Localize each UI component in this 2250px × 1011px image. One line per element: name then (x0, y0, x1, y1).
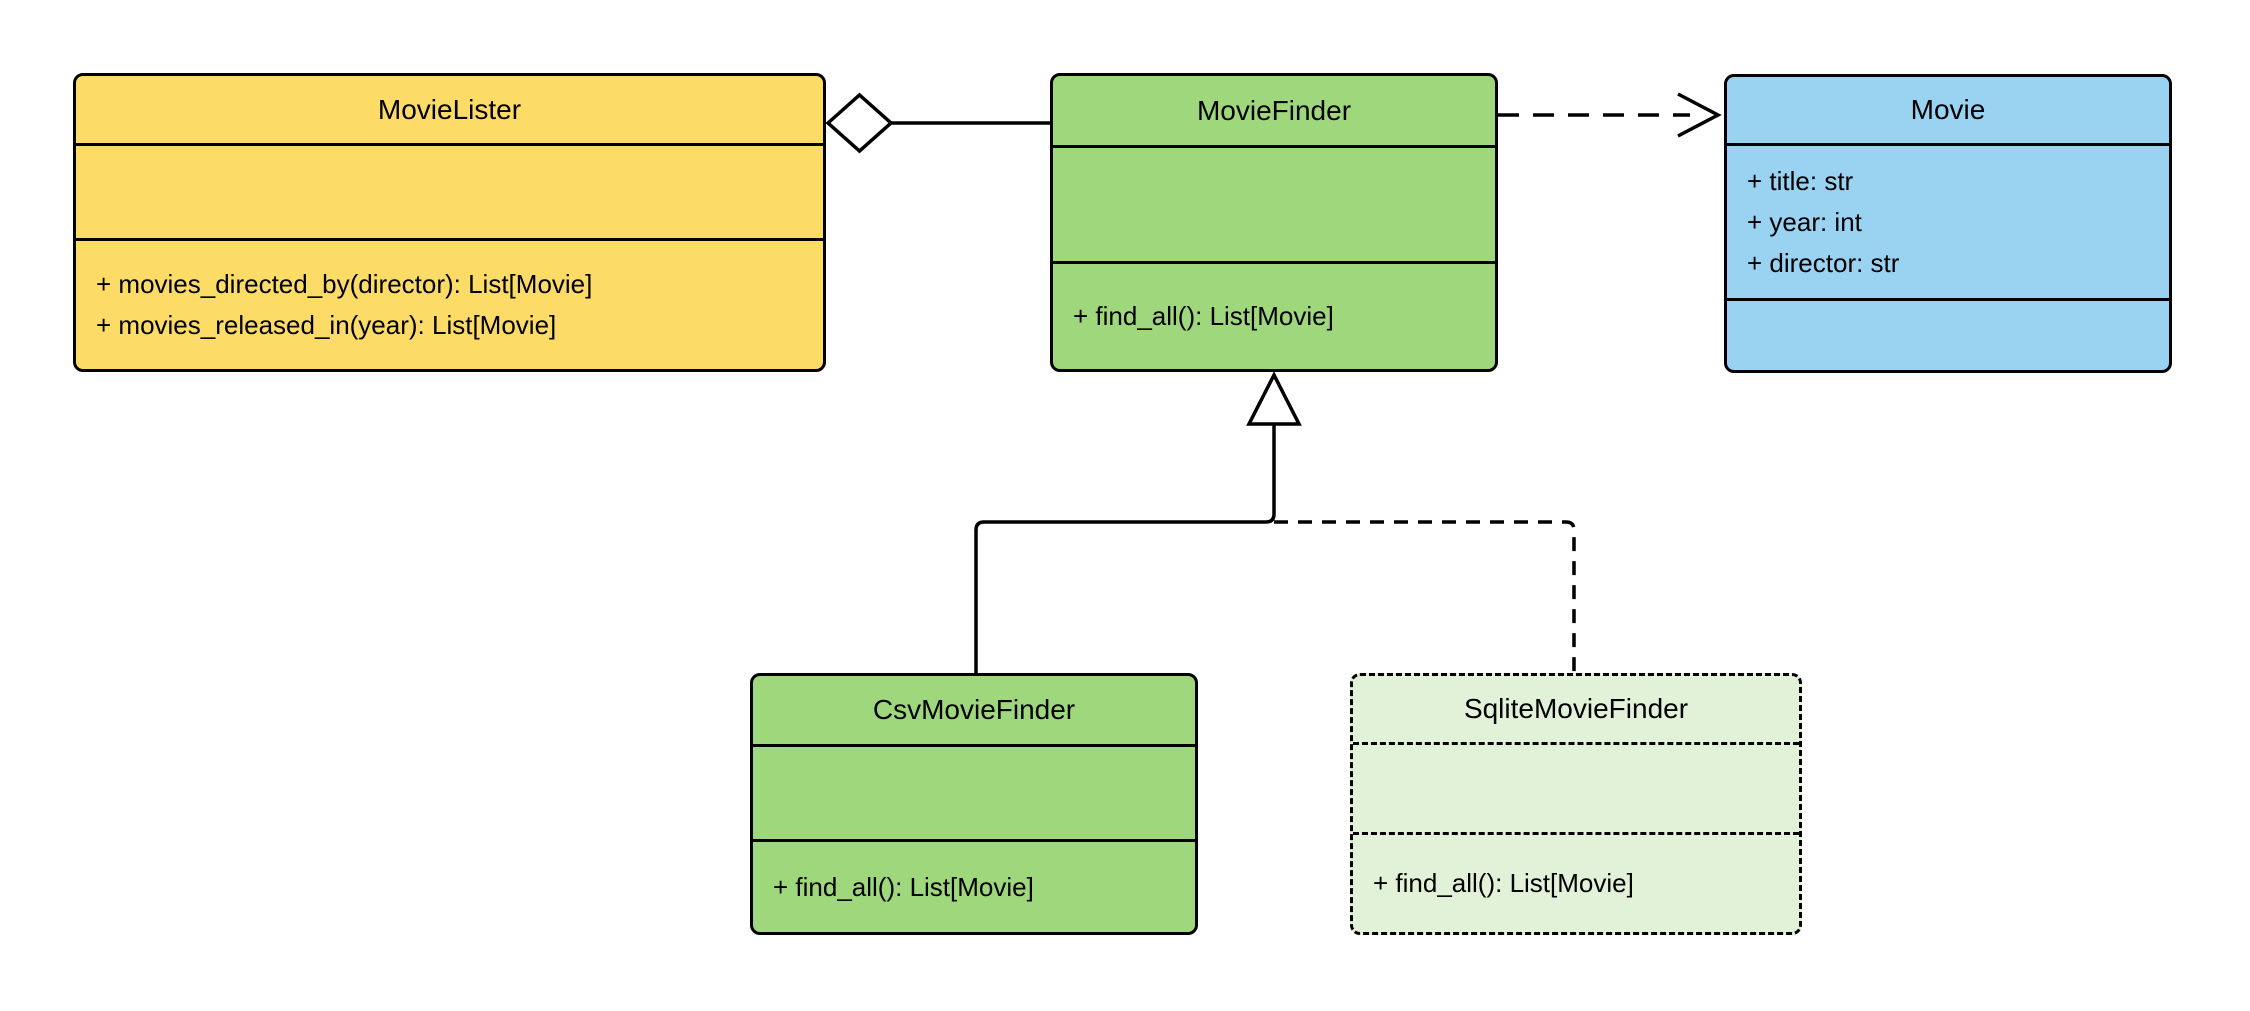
class-csvmoviefinder: CsvMovieFinder + find_all(): List[Movie] (750, 673, 1198, 935)
attribute-row: + year: int (1747, 206, 1862, 237)
methods-compartment: + find_all(): List[Movie] (1353, 832, 1799, 932)
inheritance-line-sqlite (1274, 520, 1576, 673)
attributes-compartment (753, 744, 1195, 839)
class-title: MovieLister (377, 93, 522, 125)
methods-compartment: + movies_directed_by(director): List[Mov… (76, 238, 823, 369)
attributes-compartment (1353, 742, 1799, 832)
method-row: + movies_released_in(year): List[Movie] (96, 310, 557, 340)
attributes-compartment (1053, 145, 1495, 261)
attribute-row: + title: str (1747, 165, 1854, 196)
class-title: Movie (1910, 94, 1986, 125)
method-row: + find_all(): List[Movie] (1073, 301, 1334, 331)
methods-compartment: + find_all(): List[Movie] (753, 839, 1195, 932)
method-row: + movies_directed_by(director): List[Mov… (96, 269, 593, 299)
class-movielister: MovieLister + movies_directed_by(directo… (73, 73, 826, 372)
dependency-arrowhead-icon (1677, 92, 1722, 138)
class-movie: Movie + title: str + year: int + directo… (1724, 74, 2172, 373)
attribute-row: + director: str (1747, 247, 1900, 278)
inheritance-line-csv (974, 424, 1276, 673)
class-sqlitemoviefinder: SqliteMovieFinder + find_all(): List[Mov… (1350, 673, 1802, 935)
method-row: + find_all(): List[Movie] (1373, 868, 1634, 898)
attributes-compartment: + title: str + year: int + director: str (1727, 143, 2169, 298)
aggregation-diamond-icon (825, 92, 894, 154)
inheritance-triangle-icon (1246, 371, 1302, 426)
class-title: MovieFinder (1196, 94, 1352, 126)
class-title: CsvMovieFinder (872, 694, 1076, 725)
attributes-compartment (76, 143, 823, 238)
class-title: SqliteMovieFinder (1463, 693, 1689, 724)
method-row: + find_all(): List[Movie] (773, 871, 1034, 902)
class-moviefinder: MovieFinder + find_all(): List[Movie] (1050, 73, 1498, 372)
methods-compartment (1727, 298, 2169, 370)
methods-compartment: + find_all(): List[Movie] (1053, 261, 1495, 369)
